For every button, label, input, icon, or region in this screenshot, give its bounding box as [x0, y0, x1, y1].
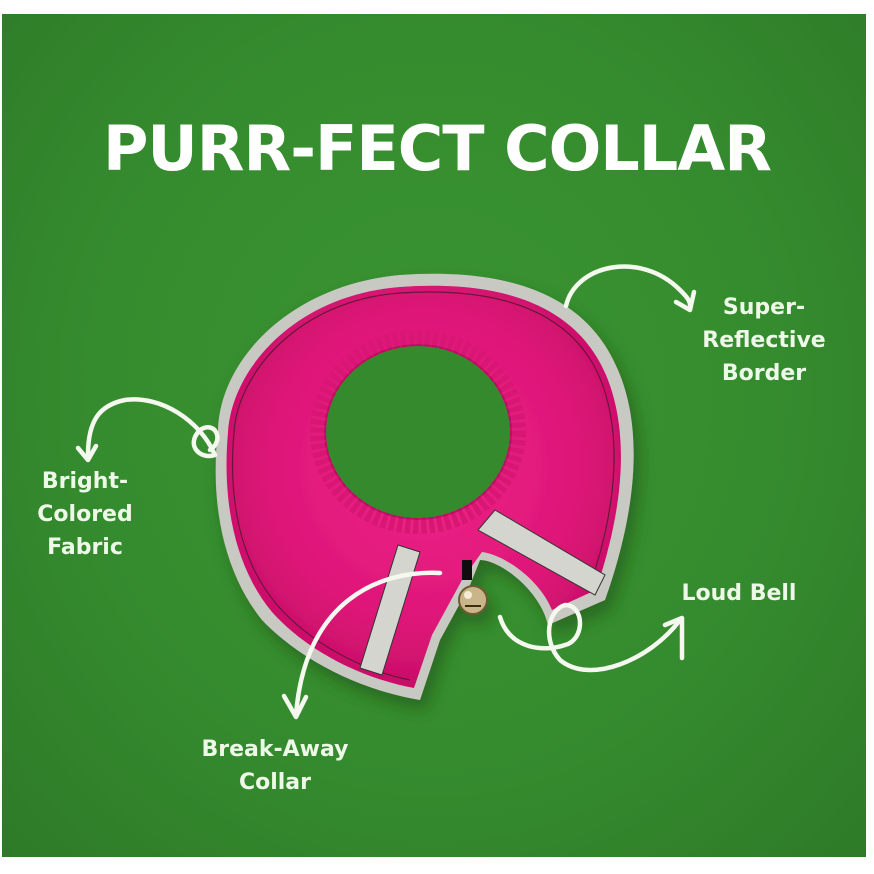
callout-loud-bell: Loud Bell — [664, 577, 814, 610]
callout-line: Colored — [37, 502, 133, 527]
callout-line: Bright- — [41, 469, 129, 494]
callout-line: Super- — [722, 295, 806, 320]
collar — [215, 273, 634, 700]
arrow-bright-fabric — [85, 397, 220, 459]
callout-line: Reflective — [702, 328, 826, 353]
reflective-strap-left — [359, 544, 421, 676]
callout-line: Loud Bell — [681, 581, 797, 606]
callout-line: Fabric — [47, 535, 123, 560]
collar-opening — [326, 346, 510, 518]
callout-bright-fabric: Bright- Colored Fabric — [10, 465, 160, 564]
callout-break-away: Break-Away Collar — [180, 733, 370, 799]
callout-line: Break-Away — [201, 737, 349, 762]
callout-reflective-border: Super- Reflective Border — [684, 291, 844, 390]
arrow-loud-bell — [497, 602, 683, 673]
callout-line: Border — [721, 361, 807, 386]
product-title: PURR-FECT COLLAR — [102, 112, 772, 185]
callout-line: Collar — [238, 770, 312, 795]
arrow-reflective-border — [563, 264, 693, 309]
bell-icon — [458, 585, 488, 615]
reflective-strap-right — [477, 509, 606, 596]
arrow-break-away — [293, 570, 443, 718]
